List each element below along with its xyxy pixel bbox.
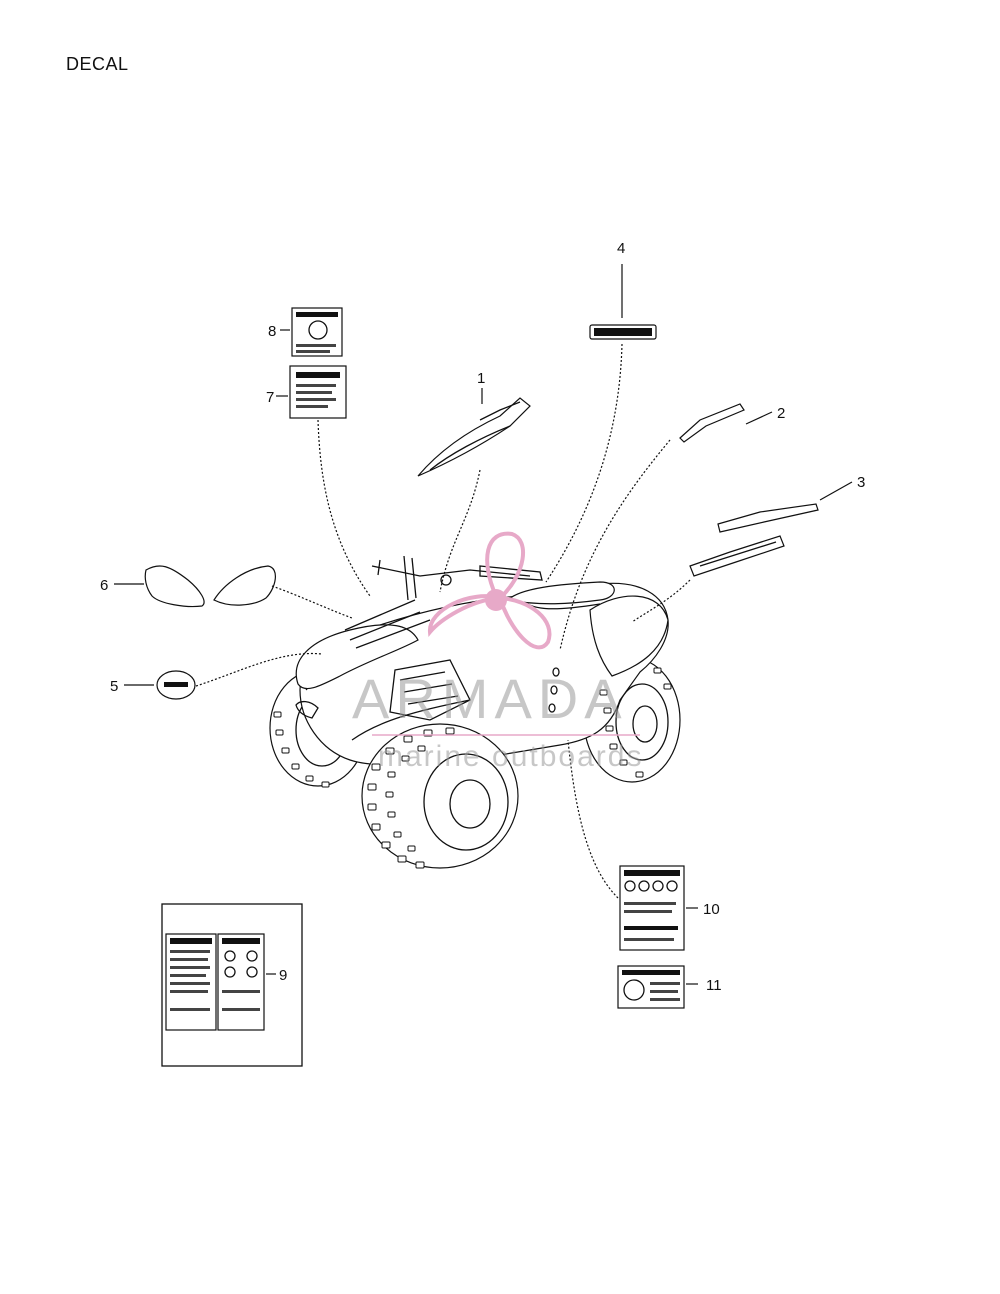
decal-4-brand-plate: [589, 324, 657, 340]
decal-6-triangle-pair: [144, 565, 276, 608]
decal-11-warning-label: [617, 965, 685, 1009]
atv-body: [295, 581, 669, 766]
callout-1: 1: [477, 370, 485, 387]
callout-9: 9: [279, 967, 287, 984]
callout-3: 3: [857, 474, 865, 491]
decal-9-label-set: [161, 903, 303, 1067]
callout-5: 5: [110, 678, 118, 695]
callout-numbers: 1 2 3 4 5 6 7 8 9 10 11: [100, 240, 865, 994]
callout-7: 7: [266, 389, 274, 406]
page-title: DECAL: [66, 54, 129, 74]
watermark-tagline: marine outboards: [378, 740, 643, 773]
watermark: ARMADA marine outboards: [352, 531, 643, 773]
decal-1-fender-graphic: [417, 397, 531, 477]
front-right-wheel: [273, 667, 672, 869]
decal-8-warning-label: [291, 307, 343, 357]
callout-2: 2: [777, 405, 785, 422]
decal-5-round-emblem: [156, 670, 196, 700]
watermark-brand: ARMADA: [352, 667, 628, 730]
decal-3-side-stripes: [689, 503, 819, 577]
decal-2-strip: [679, 403, 745, 443]
callout-8: 8: [268, 323, 276, 340]
decal-10-warning-label: [619, 865, 685, 951]
callout-11: 11: [706, 977, 722, 994]
callout-4: 4: [617, 240, 625, 257]
leader-lines: [114, 264, 853, 985]
callout-10: 10: [703, 901, 720, 918]
atv-illustration: [269, 555, 681, 869]
watermark-logo-icon: [428, 531, 552, 650]
callout-6: 6: [100, 577, 108, 594]
decal-7-warning-label: [289, 365, 347, 419]
